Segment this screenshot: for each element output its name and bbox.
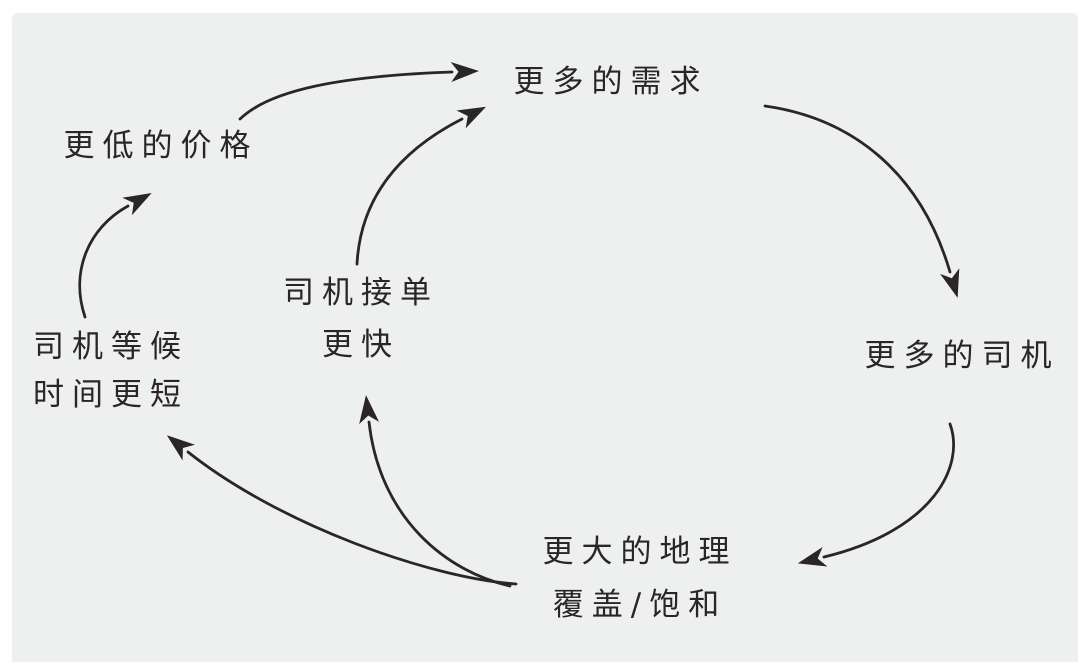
node-more-demand: 更多的需求 [506,62,716,102]
node-lower-price: 更低的价格 [58,126,264,166]
node-lower-price-label: 更低的价格 [63,128,259,164]
node-shorter-wait-label-line1: 司机等候 [33,329,189,365]
node-more-drivers-label: 更多的司机 [864,338,1060,374]
node-faster-pickup: 司机接单 更快 [278,267,444,371]
node-wider-coverage: 更大的地理 覆盖/饱和 [532,526,748,632]
node-wider-coverage-label-line1: 更大的地理 [542,534,738,570]
node-faster-pickup-label-line1: 司机接单 [283,275,439,311]
node-wider-coverage-label-line2: 覆盖/饱和 [552,587,728,623]
node-shorter-wait: 司机等候 时间更短 [26,323,196,419]
node-shorter-wait-label-line2: 时间更短 [33,377,189,413]
node-more-drivers: 更多的司机 [856,336,1068,376]
node-faster-pickup-label-line2: 更快 [322,327,400,363]
node-more-demand-label: 更多的需求 [513,64,709,100]
